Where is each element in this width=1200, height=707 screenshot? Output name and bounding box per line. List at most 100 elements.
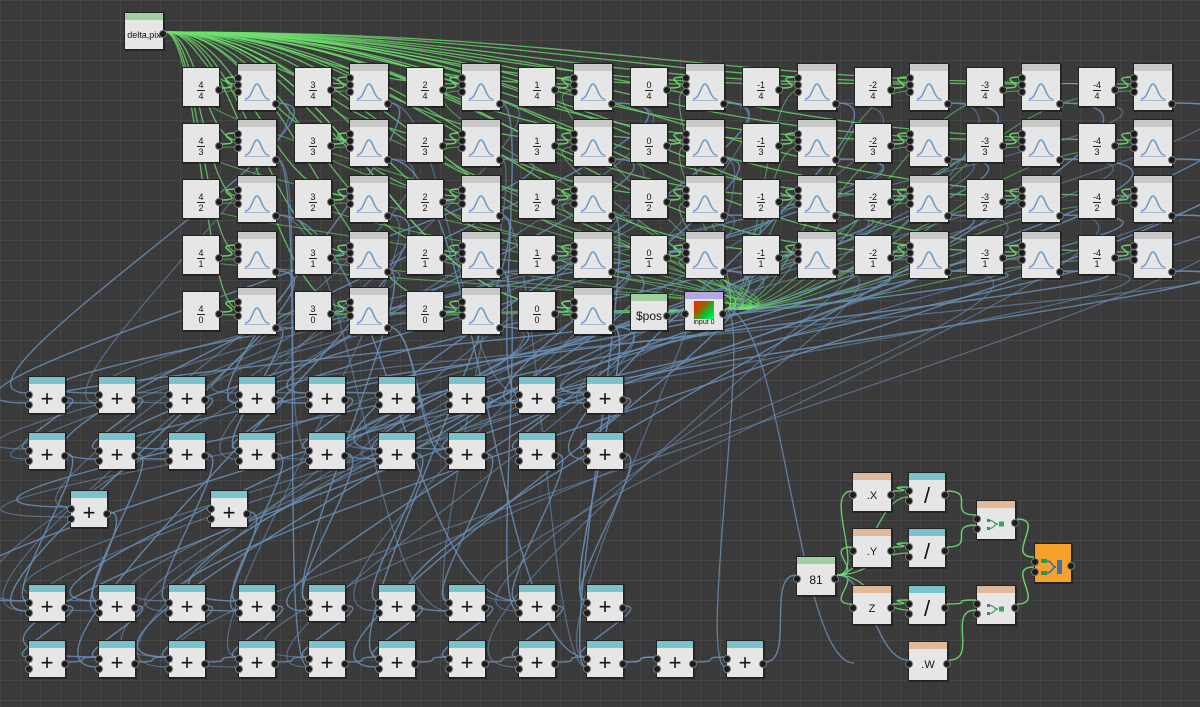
gaussian-weight-node[interactable] xyxy=(570,175,616,223)
gaussian-weight-node[interactable] xyxy=(346,63,392,111)
input-port[interactable] xyxy=(570,144,578,152)
gaussian-weight-node[interactable] xyxy=(682,175,728,223)
gaussian-weight-node[interactable] xyxy=(794,231,840,279)
input-port[interactable] xyxy=(906,256,914,264)
input-port[interactable] xyxy=(375,447,383,455)
output-port[interactable] xyxy=(619,396,627,404)
output-port[interactable] xyxy=(720,156,728,164)
gaussian-weight-node[interactable] xyxy=(458,63,504,111)
output-port[interactable] xyxy=(384,212,392,220)
output-port[interactable] xyxy=(215,142,223,150)
output-port[interactable] xyxy=(1168,156,1176,164)
output-port[interactable] xyxy=(103,510,111,518)
input-port[interactable] xyxy=(305,599,313,607)
output-port[interactable] xyxy=(1056,212,1064,220)
input-port[interactable] xyxy=(235,457,243,465)
input-port[interactable] xyxy=(165,665,173,673)
output-port[interactable] xyxy=(999,198,1007,206)
input-port[interactable] xyxy=(165,447,173,455)
input-port[interactable] xyxy=(906,88,914,96)
input-port[interactable] xyxy=(165,655,173,663)
output-port[interactable] xyxy=(943,660,951,668)
add-node[interactable]: + xyxy=(95,376,139,414)
input-port[interactable] xyxy=(67,505,75,513)
output-port[interactable] xyxy=(384,324,392,332)
gaussian-weight-node[interactable] xyxy=(570,287,616,335)
input-port[interactable] xyxy=(375,457,383,465)
add-node[interactable]: + xyxy=(445,376,489,414)
add-node[interactable]: + xyxy=(25,640,69,678)
output-port[interactable] xyxy=(327,310,335,318)
add-node[interactable]: + xyxy=(165,640,209,678)
input-port[interactable] xyxy=(583,457,591,465)
gaussian-weight-node[interactable] xyxy=(794,63,840,111)
input-port[interactable] xyxy=(849,491,857,499)
output-port[interactable] xyxy=(832,100,840,108)
constant-node[interactable]: 81 xyxy=(793,556,839,596)
input-port[interactable] xyxy=(681,310,689,318)
gaussian-weight-node[interactable] xyxy=(1130,63,1176,111)
gaussian-weight-node[interactable] xyxy=(794,119,840,167)
add-node[interactable]: + xyxy=(583,376,627,414)
input-port[interactable] xyxy=(95,401,103,409)
input-port[interactable] xyxy=(905,600,913,608)
gaussian-weight-node[interactable] xyxy=(682,231,728,279)
input-port[interactable] xyxy=(682,256,690,264)
input-port[interactable] xyxy=(583,665,591,673)
input-port[interactable] xyxy=(905,497,913,505)
add-node[interactable]: + xyxy=(515,640,559,678)
add-node[interactable]: + xyxy=(445,432,489,470)
input-port[interactable] xyxy=(973,610,981,618)
input-port[interactable] xyxy=(95,457,103,465)
output-port[interactable] xyxy=(215,198,223,206)
input-port[interactable] xyxy=(583,599,591,607)
output-port[interactable] xyxy=(439,198,447,206)
input-port[interactable] xyxy=(25,391,33,399)
input-port[interactable] xyxy=(375,609,383,617)
input-port[interactable] xyxy=(375,655,383,663)
add-node[interactable]: + xyxy=(375,640,419,678)
output-port[interactable] xyxy=(944,212,952,220)
input-port[interactable] xyxy=(25,599,33,607)
input-port[interactable] xyxy=(515,655,523,663)
output-port[interactable] xyxy=(159,30,167,38)
input-port[interactable] xyxy=(905,487,913,495)
output-port[interactable] xyxy=(341,660,349,668)
output-port[interactable] xyxy=(272,212,280,220)
divide-node[interactable]: / xyxy=(905,585,949,625)
input-port[interactable] xyxy=(682,144,690,152)
input-port[interactable] xyxy=(165,391,173,399)
output-port[interactable] xyxy=(619,660,627,668)
divide-node[interactable]: / xyxy=(905,528,949,568)
input-port[interactable] xyxy=(445,447,453,455)
gaussian-weight-node[interactable] xyxy=(682,119,728,167)
add-node[interactable]: + xyxy=(165,376,209,414)
input-port[interactable] xyxy=(95,655,103,663)
input-port[interactable] xyxy=(235,665,243,673)
gaussian-weight-node[interactable] xyxy=(1130,119,1176,167)
output-port[interactable] xyxy=(619,452,627,460)
output-port[interactable] xyxy=(608,268,616,276)
output-port[interactable] xyxy=(775,198,783,206)
input-port[interactable] xyxy=(973,600,981,608)
output-port[interactable] xyxy=(551,396,559,404)
input-port[interactable] xyxy=(235,447,243,455)
input-port[interactable] xyxy=(794,144,802,152)
gaussian-weight-node[interactable] xyxy=(234,287,280,335)
input-port[interactable] xyxy=(515,401,523,409)
input-port[interactable] xyxy=(1130,88,1138,96)
input-port[interactable] xyxy=(570,200,578,208)
output-port[interactable] xyxy=(1056,100,1064,108)
input-port[interactable] xyxy=(458,312,466,320)
